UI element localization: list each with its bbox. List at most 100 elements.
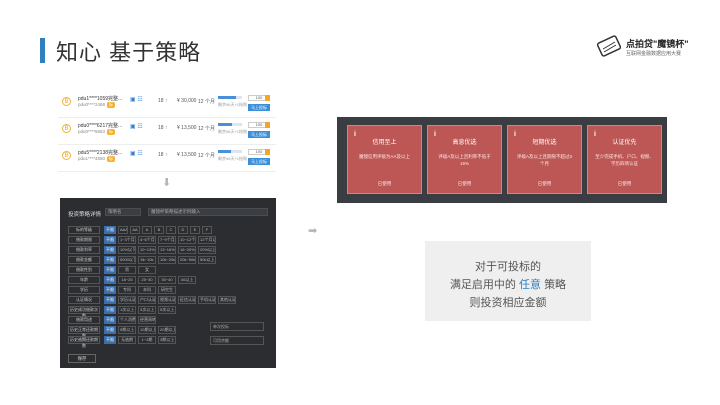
filter-option[interactable]: 13~16% <box>158 246 176 254</box>
filter-option[interactable]: 3次以上 <box>138 306 156 314</box>
save-button[interactable]: 保存 <box>68 354 96 363</box>
filter-option[interactable]: 不限 <box>104 336 116 344</box>
filter-option[interactable]: 其他认证 <box>218 296 236 304</box>
filter-option[interactable]: 25~30 <box>138 276 156 284</box>
filter-option[interactable]: 1~3期 <box>138 336 156 344</box>
strategy-name-input[interactable]: 策略名 <box>105 208 141 216</box>
filter-option[interactable]: F <box>202 226 212 234</box>
filter-option[interactable]: 不限 <box>104 246 116 254</box>
filter-option[interactable]: 经营周转 <box>138 316 156 324</box>
filter-option[interactable]: 不限 <box>104 236 116 244</box>
filter-option[interactable]: 10%以下 <box>118 246 136 254</box>
strategy-card[interactable]: i 信用至上 魔镜信用评级为AA及以上 已使用 <box>347 125 422 194</box>
filter-option[interactable]: C <box>166 226 176 234</box>
filter-option[interactable]: 10~12个月 <box>178 236 196 244</box>
filter-option[interactable]: 不限 <box>104 226 116 234</box>
filter-option[interactable]: 女 <box>138 266 156 274</box>
filter-option[interactable]: 视频认证 <box>158 296 176 304</box>
balance-input[interactable]: 可用余额 <box>210 336 264 345</box>
card-title: 认证优先 <box>612 140 637 146</box>
bid-button[interactable]: 马上投标 <box>248 158 270 165</box>
filter-option[interactable]: 学历认证 <box>118 296 136 304</box>
loan-progress-bar <box>218 96 242 99</box>
filter-option[interactable]: 手机认证 <box>198 296 216 304</box>
page-title: 知心 基于策略 <box>56 40 202 65</box>
filter-option[interactable]: 4~6个月 <box>138 236 156 244</box>
filter-option[interactable]: 3期以上 <box>158 336 176 344</box>
filter-option[interactable]: 7~9个月 <box>158 236 176 244</box>
bid-button[interactable]: 马上投标 <box>248 131 270 138</box>
loan-title[interactable]: pdu0****6217完整... <box>78 123 123 129</box>
filter-option[interactable]: 不限 <box>104 266 116 274</box>
loan-progress-bar <box>218 150 242 153</box>
loan-tag: 标 <box>107 156 116 162</box>
filter-option[interactable]: 20期以上 <box>158 326 176 334</box>
filter-option[interactable]: 18~25 <box>118 276 136 284</box>
card-status: 已使用 <box>537 181 552 186</box>
quantity-stepper[interactable]: 100 <box>248 95 270 101</box>
filter-option[interactable]: 1~3个月 <box>118 236 136 244</box>
filter-option[interactable]: 12个月以上 <box>198 236 216 244</box>
filter-option[interactable]: AAA <box>118 226 128 234</box>
filter-option[interactable]: 1次以上 <box>118 306 136 314</box>
single-bid-input[interactable]: 单次投标 <box>210 322 264 331</box>
loan-tag: 标 <box>107 129 116 135</box>
filter-option[interactable]: 无逾期 <box>118 336 136 344</box>
strategy-card[interactable]: i 认证优先 至少完成手机、户口、视频、学历四项认证 已使用 <box>587 125 662 194</box>
loan-progress-text: 剩余96天+1抢购 <box>218 129 248 134</box>
loan-title[interactable]: pdu1****1059完整... <box>78 96 123 102</box>
filter-option[interactable]: 不限 <box>104 316 116 324</box>
card-status: 已使用 <box>377 181 392 186</box>
brand-logo: 点拍贷"魔镜杯" 互联网金融数据应用大赛 <box>596 34 689 62</box>
filter-option[interactable]: 5次以上 <box>158 306 176 314</box>
quantity-stepper[interactable]: 100 <box>248 149 270 155</box>
filter-option[interactable]: AA <box>130 226 140 234</box>
filter-option[interactable]: 10~13% <box>138 246 156 254</box>
filter-option[interactable]: 5000以下 <box>118 256 136 264</box>
filter-option[interactable]: 10期以上 <box>138 326 156 334</box>
filter-option[interactable]: 16~20% <box>178 246 196 254</box>
filter-option[interactable]: D <box>178 226 188 234</box>
bid-button[interactable]: 马上投标 <box>248 104 270 111</box>
filter-option[interactable]: 5期以上 <box>118 326 136 334</box>
filter-option[interactable]: B <box>154 226 164 234</box>
strategy-desc-input[interactable]: 魔镜杯策略描述示例输入 <box>148 208 268 216</box>
filter-label: 年龄 <box>68 276 100 284</box>
cert-icons: ▣ ☷ <box>130 124 143 130</box>
filter-option[interactable]: 不限 <box>104 296 116 304</box>
filter-option[interactable]: E <box>190 226 200 234</box>
filter-option[interactable]: 不限 <box>104 286 116 294</box>
strategy-card[interactable]: i 高息优选 评级A及以上且利率不低于16% 已使用 <box>427 125 502 194</box>
filter-option[interactable]: 不限 <box>104 306 116 314</box>
filter-option[interactable]: 专科 <box>118 286 136 294</box>
filter-option[interactable]: 不限 <box>104 276 116 284</box>
card-title: 信用至上 <box>372 140 397 146</box>
quantity-stepper[interactable]: 100 <box>248 122 270 128</box>
filter-option[interactable]: 个人消费 <box>118 316 136 324</box>
filter-option[interactable]: 30~40 <box>158 276 176 284</box>
filter-option[interactable]: 5k~10k <box>138 256 156 264</box>
filter-option[interactable]: 不限 <box>104 256 116 264</box>
strategy-card[interactable]: i 短期优选 评级A及以上且期限不超过3个月 已使用 <box>507 125 582 194</box>
filter-option[interactable]: 40以上 <box>178 276 196 284</box>
filter-option[interactable]: 户口认证 <box>138 296 156 304</box>
filter-option[interactable]: 50k以上 <box>198 256 216 264</box>
filter-option[interactable]: 研究生 <box>158 286 176 294</box>
grade-badge: B <box>62 151 71 160</box>
card-desc: 评级A及以上且期限不超过3个月 <box>516 154 572 166</box>
card-desc: 评级A及以上且利率不低于16% <box>438 154 491 166</box>
filter-option[interactable]: 本科 <box>138 286 156 294</box>
filter-option[interactable]: 20k~50k <box>178 256 196 264</box>
filter-option[interactable]: A <box>142 226 152 234</box>
filter-option[interactable]: 男 <box>118 266 136 274</box>
loan-title[interactable]: pdu5****2138完整... <box>78 150 123 156</box>
filter-option[interactable]: 10k~20k <box>158 256 176 264</box>
filter-option[interactable]: 征信认证 <box>178 296 196 304</box>
filter-option[interactable]: 20%以上 <box>198 246 216 254</box>
filter-option[interactable]: 不限 <box>104 326 116 334</box>
filter-label: 认证情况 <box>68 296 100 304</box>
